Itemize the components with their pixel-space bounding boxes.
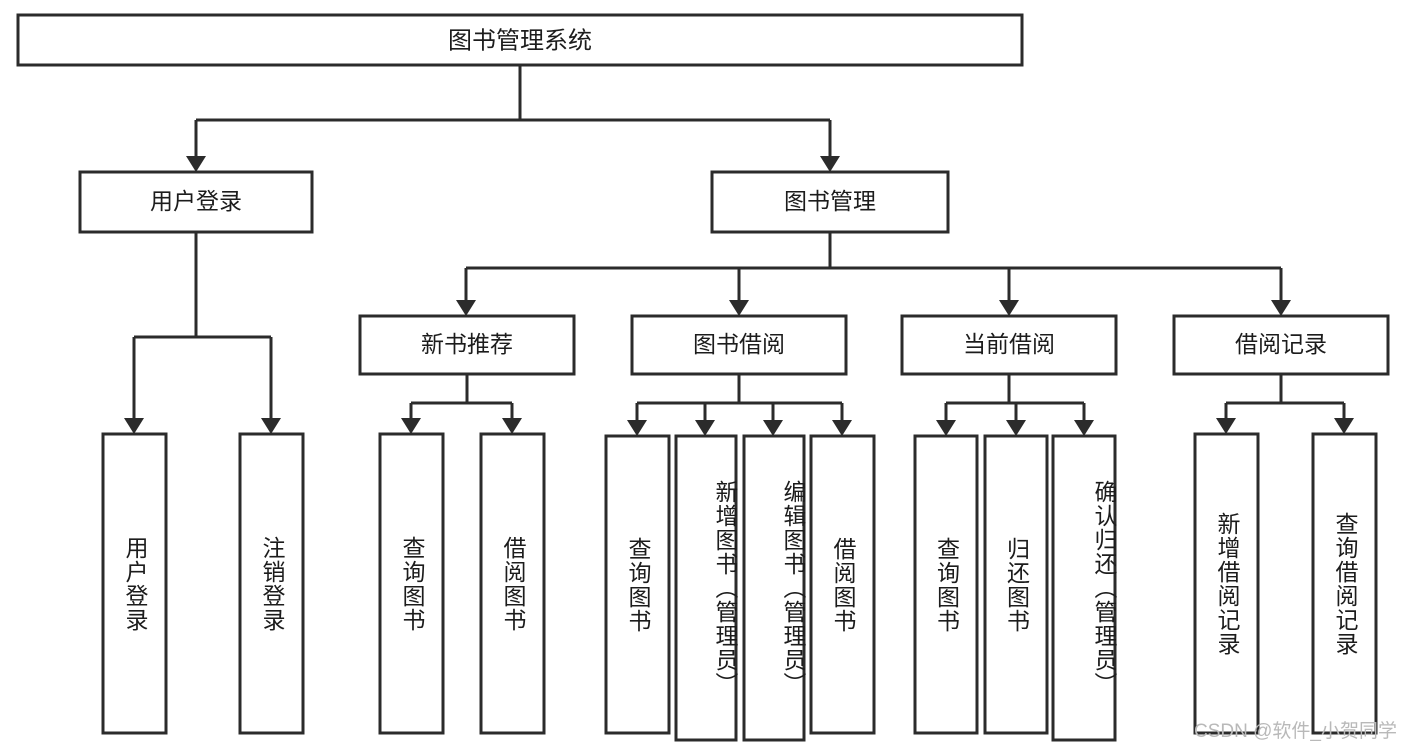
leaf-box-logout-login[interactable] xyxy=(238,432,305,735)
arrow-leaf-confirm-return xyxy=(1074,420,1094,436)
node-root[interactable]: 图书管理系统 xyxy=(16,13,1024,67)
arrow-leaf-borrow-book-1 xyxy=(502,418,522,434)
arrow-to-book-management xyxy=(820,156,840,172)
arrow-borrow-record xyxy=(1271,300,1291,316)
book-management-box[interactable] xyxy=(710,170,950,234)
arrow-leaf-logout-login xyxy=(261,418,281,434)
leaf-box-user-login[interactable] xyxy=(101,432,168,735)
arrow-leaf-query-book-1 xyxy=(401,418,421,434)
arrow-leaf-query-book-2 xyxy=(627,420,647,436)
new-book-recommend-box[interactable] xyxy=(358,314,576,376)
book-borrow-label: 图书借阅 xyxy=(693,331,785,357)
arrow-leaf-query-record xyxy=(1334,418,1354,434)
arrow-new-book-recommend xyxy=(456,300,476,316)
leaf-box-edit-book[interactable] xyxy=(742,434,806,742)
arrow-leaf-query-book-3 xyxy=(936,420,956,436)
arrow-current-borrow xyxy=(999,300,1019,316)
arrow-leaf-add-book xyxy=(695,420,715,436)
leaf-box-query-book-2[interactable] xyxy=(604,434,671,735)
current-borrow-label: 当前借阅 xyxy=(963,331,1055,357)
root-label: 图书管理系统 xyxy=(448,27,592,54)
arrow-leaf-add-record xyxy=(1216,418,1236,434)
book-management-label: 图书管理 xyxy=(784,188,876,214)
arrow-book-borrow xyxy=(729,300,749,316)
current-borrow-box[interactable] xyxy=(900,314,1118,376)
leaf-box-add-book[interactable] xyxy=(674,434,738,742)
leaf-box-borrow-book-1[interactable] xyxy=(479,432,546,735)
node-borrow-record[interactable]: 借阅记录 xyxy=(1172,314,1390,376)
arrow-leaf-user-login xyxy=(124,418,144,434)
leaf-box-return-book[interactable] xyxy=(983,434,1049,735)
user-login-label: 用户登录 xyxy=(150,188,242,214)
csdn-watermark: CSDN @软件_小贺同学 xyxy=(1194,721,1397,742)
borrow-record-box[interactable] xyxy=(1172,314,1390,376)
node-book-borrow[interactable]: 图书借阅 xyxy=(630,314,848,376)
node-book-management[interactable]: 图书管理 xyxy=(710,170,950,234)
root-box[interactable] xyxy=(16,13,1024,67)
node-current-borrow[interactable]: 当前借阅 xyxy=(900,314,1118,376)
leaf-box-confirm-return[interactable] xyxy=(1051,434,1117,742)
node-new-book-recommend[interactable]: 新书推荐 xyxy=(358,314,576,376)
arrow-leaf-edit-book xyxy=(763,420,783,436)
leaf-box-query-book-3[interactable] xyxy=(913,434,979,735)
new-book-recommend-label: 新书推荐 xyxy=(421,331,513,357)
leaf-box-borrow-book-2[interactable] xyxy=(809,434,876,735)
leaf-box-query-book-1[interactable] xyxy=(378,432,445,735)
node-user-login[interactable]: 用户登录 xyxy=(78,170,314,234)
leaf-box-query-record[interactable] xyxy=(1311,432,1378,735)
arrow-to-user-login xyxy=(186,156,206,172)
arrow-leaf-return-book xyxy=(1006,420,1026,436)
arrow-leaf-borrow-book-2 xyxy=(832,420,852,436)
borrow-record-label: 借阅记录 xyxy=(1235,331,1327,357)
leaf-box-add-record[interactable] xyxy=(1193,432,1260,735)
book-borrow-box[interactable] xyxy=(630,314,848,376)
